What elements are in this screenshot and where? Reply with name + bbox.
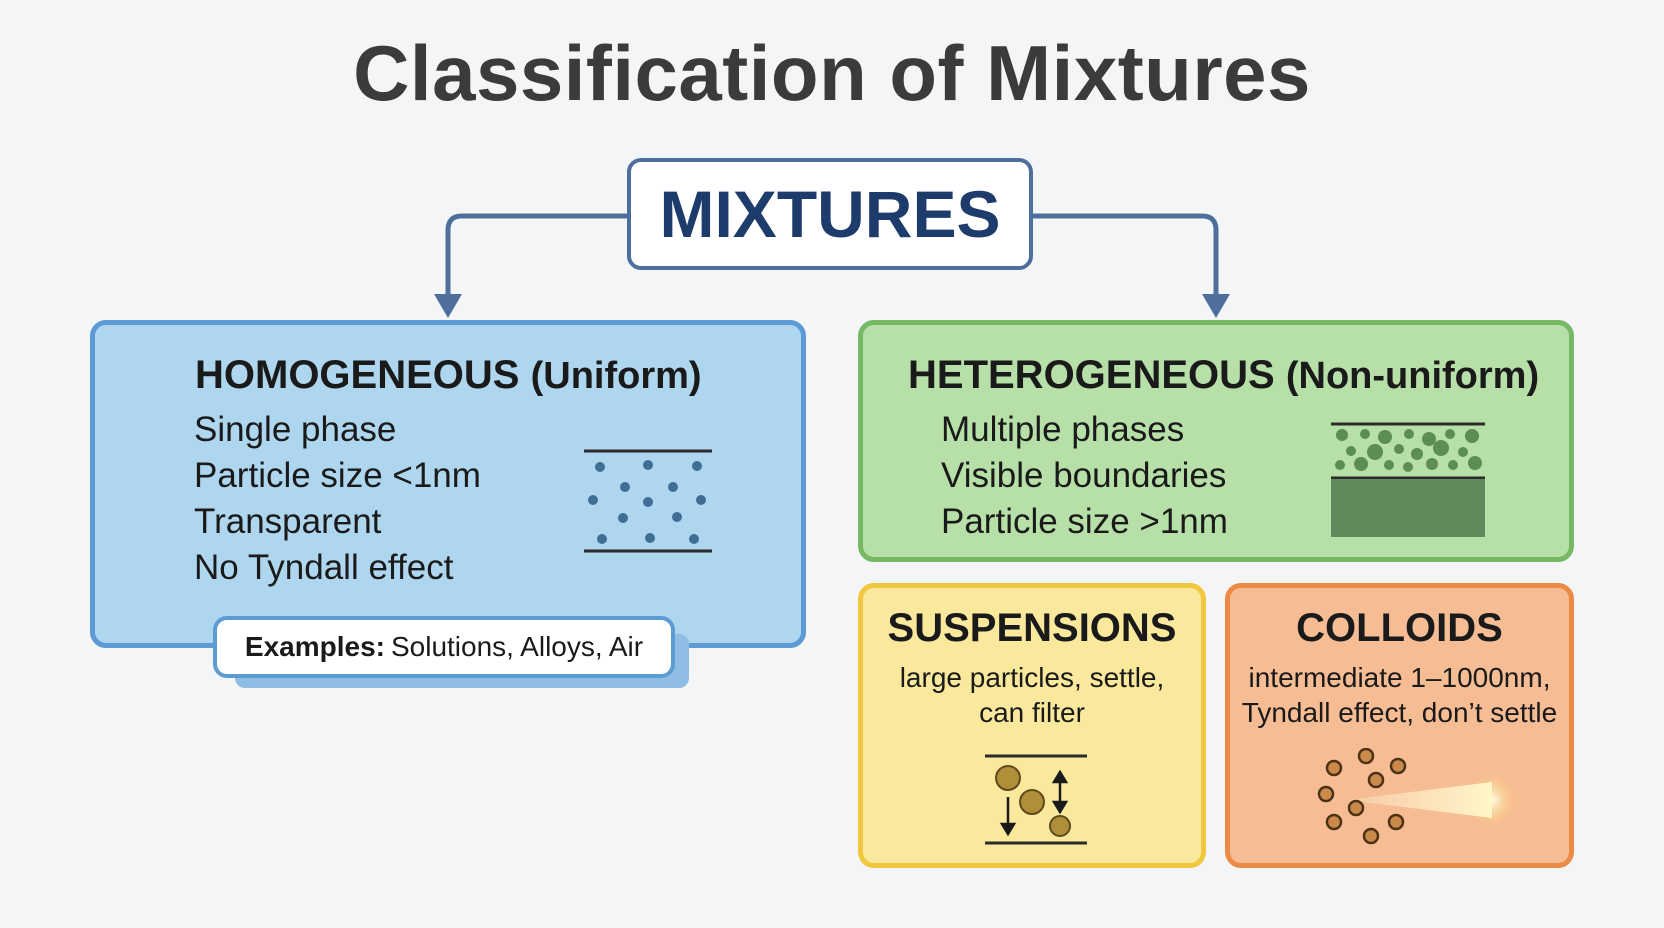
heterogeneous-title-qualifier: (Non-uniform) [1285, 355, 1540, 397]
phase-layers-icon [1331, 422, 1485, 537]
homogeneous-title: HOMOGENEOUS (Uniform) [195, 353, 702, 398]
arrow-to-heterogeneous [1033, 213, 1219, 300]
arrow-to-homogeneous [445, 213, 627, 300]
homogeneous-title-main: HOMOGENEOUS [195, 353, 520, 397]
heterogeneous-property: Particle size >1nm [941, 502, 1228, 541]
colloids-description: intermediate 1–1000nm, Tyndall effect, d… [1230, 660, 1569, 730]
suspensions-title: SUSPENSIONS [887, 606, 1177, 650]
examples-box: Examples: Solutions, Alloys, Air [213, 616, 675, 678]
colloids-title: COLLOIDS [1296, 606, 1503, 650]
settling-particles-icon [985, 754, 1087, 845]
homogeneous-card: HOMOGENEOUS (Uniform) Single phase Parti… [90, 320, 806, 678]
colloids-description-line: intermediate 1–1000nm, [1248, 662, 1551, 693]
tyndall-beam-icon [1317, 748, 1516, 845]
suspensions-description-line: large particles, settle, [899, 662, 1165, 693]
suspensions-description: large particles, settle, can filter [863, 660, 1201, 730]
heterogeneous-title-main: HETEROGENEOUS [908, 353, 1275, 397]
homogeneous-property: Single phase [194, 410, 397, 449]
suspensions-card: SUSPENSIONS large particles, settle, can… [858, 583, 1206, 868]
examples-text: Solutions, Alloys, Air [390, 631, 644, 662]
heterogeneous-property: Multiple phases [941, 410, 1185, 449]
homogeneous-property: Particle size <1nm [194, 456, 481, 495]
heterogeneous-card: HETEROGENEOUS (Non-uniform) Multiple pha… [858, 320, 1574, 562]
heterogeneous-properties: Multiple phases Visible boundaries Parti… [941, 407, 1228, 545]
examples-label: Examples: [244, 631, 385, 662]
homogeneous-properties: Single phase Particle size <1nm Transpar… [194, 407, 481, 591]
mixtures-root-node: MIXTURES [627, 158, 1033, 270]
homogeneous-property: Transparent [194, 502, 382, 541]
colloids-card: COLLOIDS intermediate 1–1000nm, Tyndall … [1225, 583, 1574, 868]
heterogeneous-property: Visible boundaries [941, 456, 1227, 495]
arrow-head-homogeneous [434, 294, 462, 318]
heterogeneous-title: HETEROGENEOUS (Non-uniform) [908, 353, 1539, 398]
page-title: Classification of Mixtures [353, 29, 1311, 117]
uniform-particles-icon [584, 449, 712, 553]
suspensions-description-line: can filter [979, 697, 1085, 728]
homogeneous-title-qualifier: (Uniform) [530, 355, 702, 397]
homogeneous-property: No Tyndall effect [194, 548, 454, 587]
colloids-description-line: Tyndall effect, don’t settle [1241, 697, 1558, 728]
arrow-head-heterogeneous [1202, 294, 1230, 318]
